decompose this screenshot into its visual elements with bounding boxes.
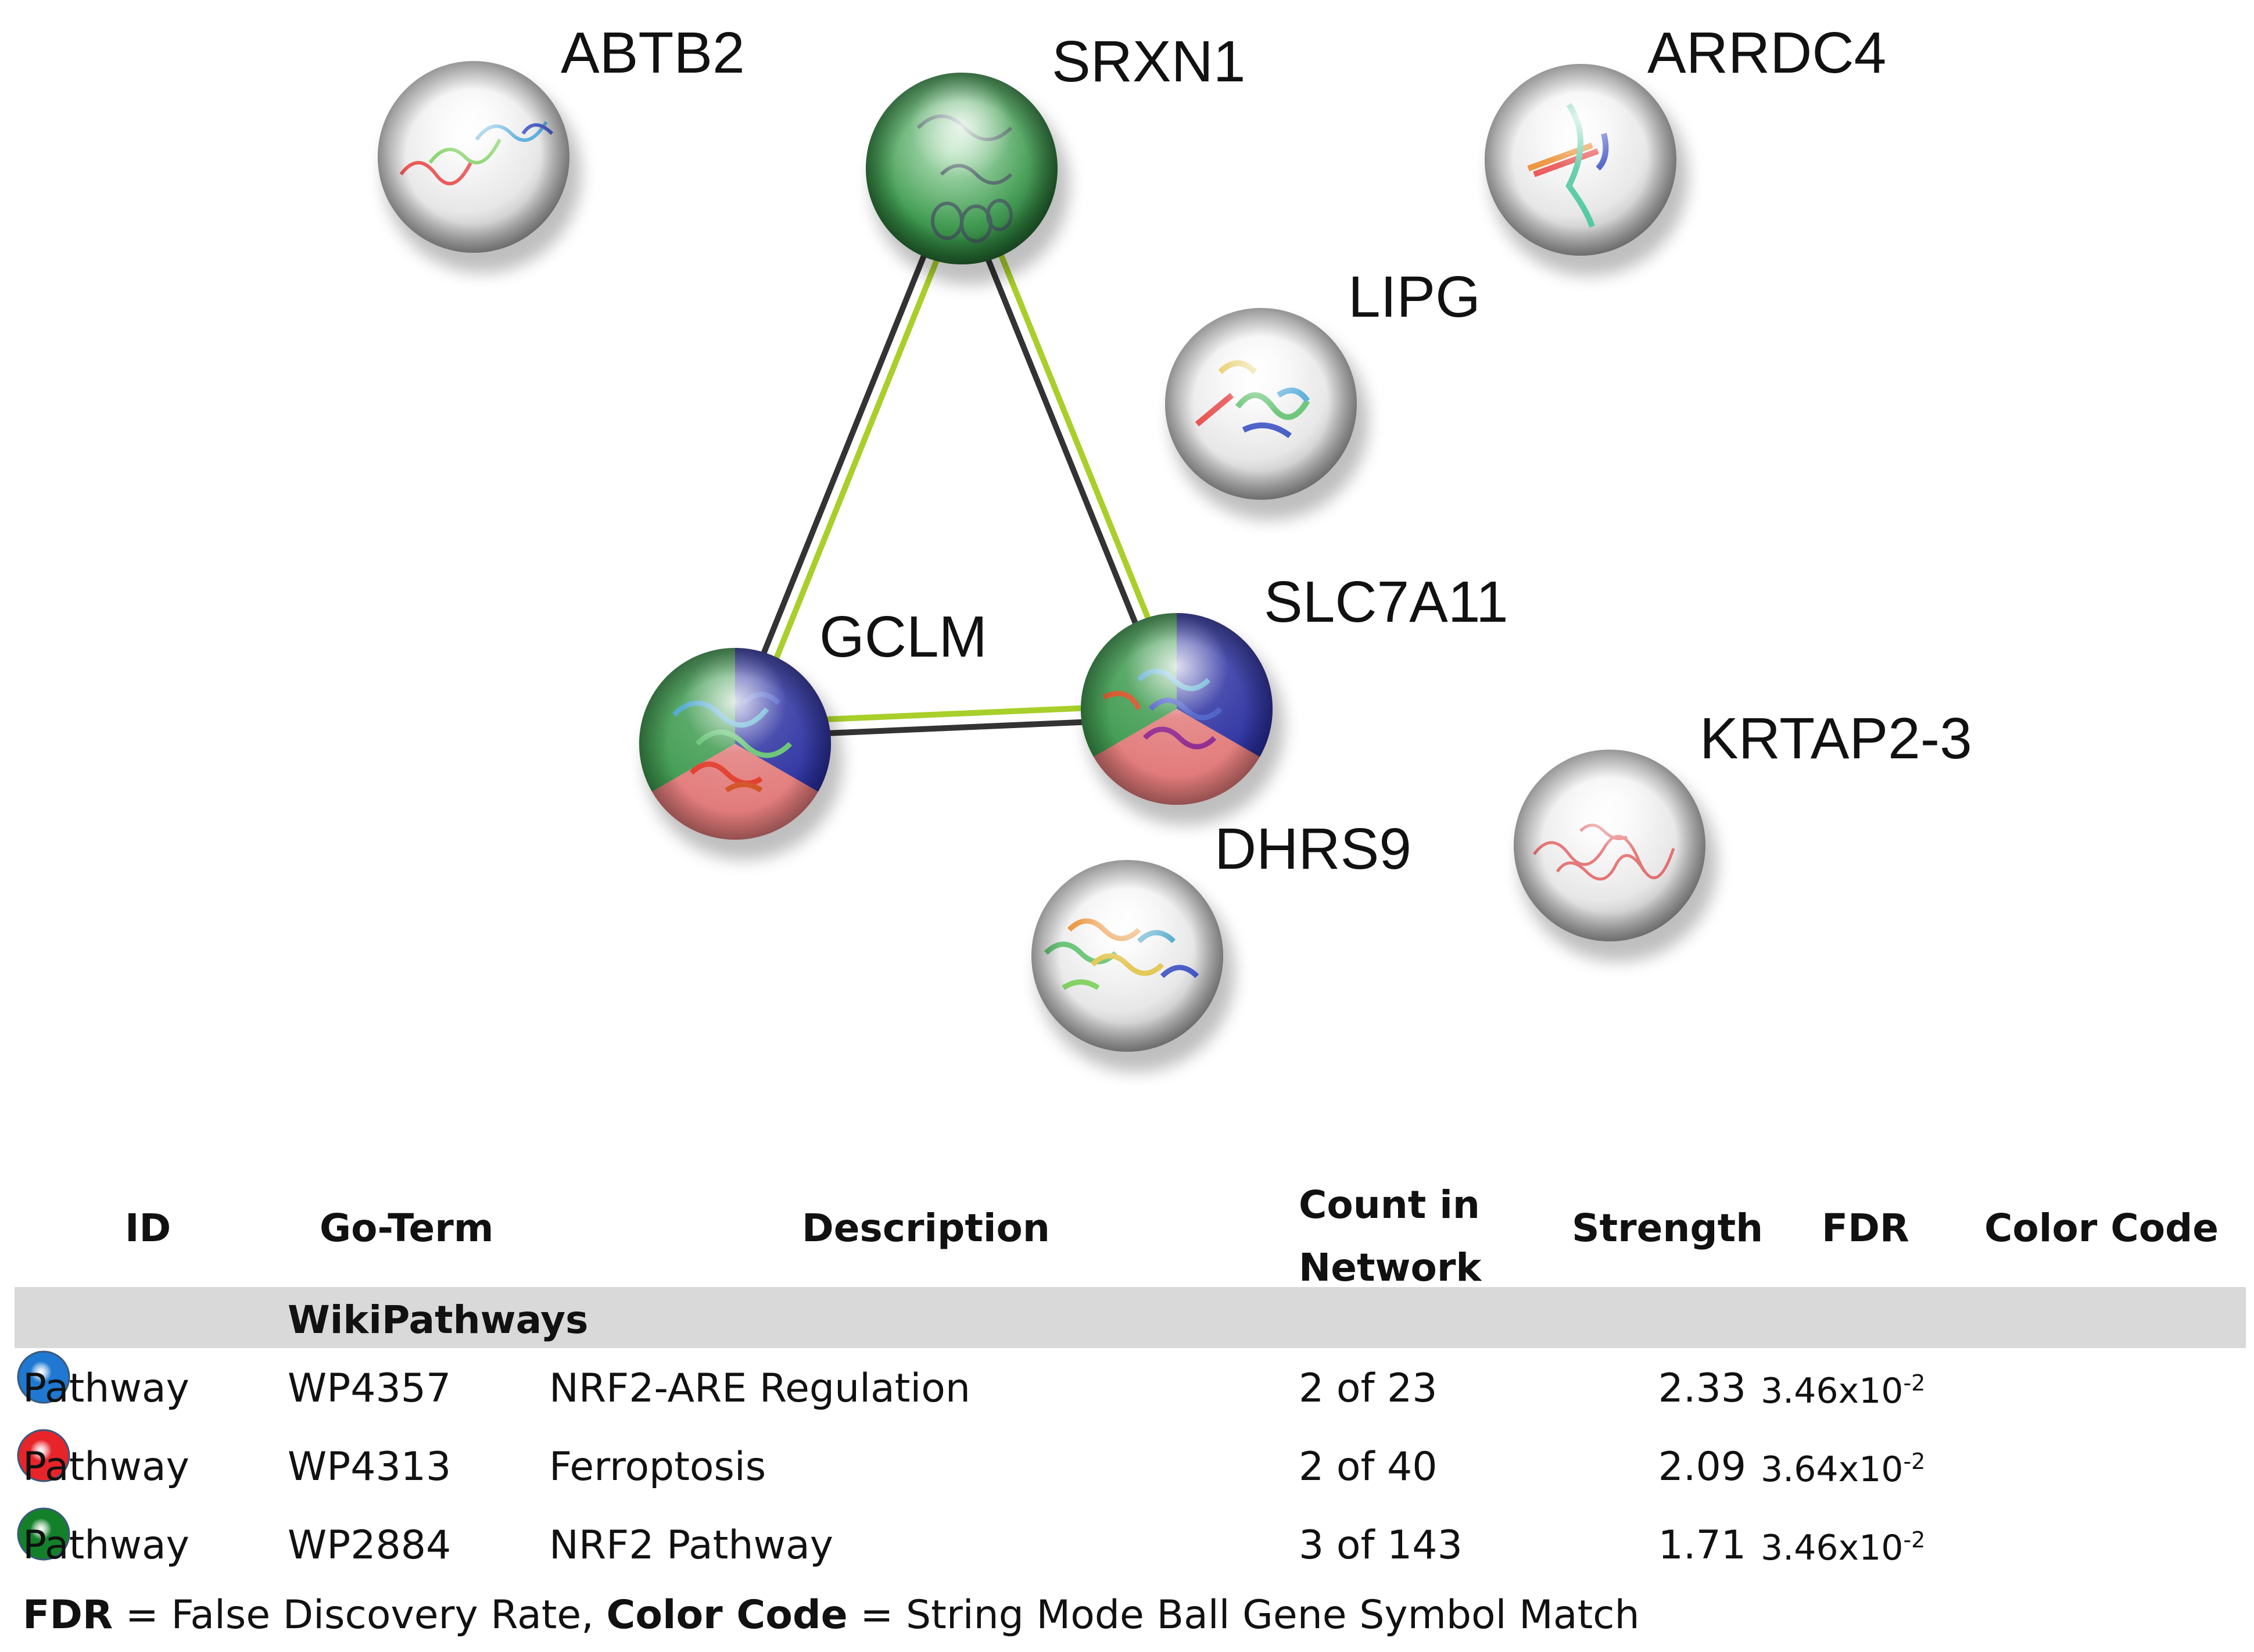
cell-count: 2 of 23 xyxy=(1299,1366,1438,1411)
color-code-ball xyxy=(17,1350,70,1404)
network-nodes: ABTB2 SRXN1 xyxy=(378,20,1972,1072)
node-label-dhrs9: DHRS9 xyxy=(1214,816,1411,881)
node-label-arrdc4: ARRDC4 xyxy=(1647,20,1886,85)
fdr-base: 3.46x10 xyxy=(1761,1371,1904,1411)
table-row: Pathway WP4313 Ferroptosis 2 of 40 2.09 … xyxy=(15,1427,2246,1505)
footnote-def-fdr: = False Discovery Rate, xyxy=(113,1592,607,1638)
node-lipg[interactable] xyxy=(1165,308,1368,520)
header-strength: Strength xyxy=(1572,1206,1764,1250)
header-count-line2: Network xyxy=(1299,1245,1482,1290)
node-label-abtb2: ABTB2 xyxy=(561,20,745,85)
node-srxn1[interactable] xyxy=(866,73,1069,285)
node-label-srxn1: SRXN1 xyxy=(1052,29,1245,94)
group-row: WikiPathways xyxy=(15,1287,2246,1348)
edge-srxn1-slc7a11 xyxy=(985,253,1152,626)
header-go-term: Go-Term xyxy=(320,1206,494,1250)
cell-strength: 2.33 xyxy=(1658,1366,1746,1411)
footnote-term-fdr: FDR xyxy=(23,1592,113,1638)
network-edges xyxy=(758,253,1152,736)
node-krtap2-3[interactable] xyxy=(1514,750,1717,962)
footnote: FDR = False Discovery Rate, Color Code =… xyxy=(23,1592,1640,1638)
cell-count: 3 of 143 xyxy=(1299,1522,1463,1568)
header-count-line1: Count in xyxy=(1299,1182,1480,1227)
edge-gclm-slc7a11 xyxy=(825,705,1094,736)
cell-strength: 1.71 xyxy=(1658,1522,1746,1568)
table-row: Pathway WP2884 NRF2 Pathway 3 of 143 1.7… xyxy=(15,1505,2246,1583)
cell-id: Pathway xyxy=(23,1522,189,1568)
cell-description: NRF2 Pathway xyxy=(549,1522,834,1568)
cell-description: Ferroptosis xyxy=(549,1444,766,1490)
cell-strength: 2.09 xyxy=(1658,1444,1746,1490)
cell-count: 2 of 40 xyxy=(1299,1444,1438,1490)
cell-go-term: WP4313 xyxy=(288,1444,451,1490)
node-arrdc4[interactable] xyxy=(1485,64,1688,276)
cell-id: Pathway xyxy=(23,1444,189,1490)
node-label-krtap2-3: KRTAP2-3 xyxy=(1700,706,1972,771)
header-fdr: FDR xyxy=(1822,1206,1909,1250)
edge-srxn1-gclm xyxy=(758,255,940,665)
color-code-ball xyxy=(17,1507,70,1561)
fdr-exponent: -2 xyxy=(1903,1370,1926,1396)
node-dhrs9[interactable] xyxy=(1031,860,1235,1072)
group-label: WikiPathways xyxy=(288,1298,589,1342)
header-id: ID xyxy=(125,1206,171,1250)
color-code-ball xyxy=(17,1429,70,1482)
node-label-gclm: GCLM xyxy=(819,604,987,669)
cell-go-term: WP4357 xyxy=(288,1366,451,1411)
cell-go-term: WP2884 xyxy=(288,1522,451,1568)
footnote-def-color-code: = String Mode Ball Gene Symbol Match xyxy=(847,1592,1640,1638)
table-row: Pathway WP4357 NRF2-ARE Regulation 2 of … xyxy=(15,1348,2246,1427)
node-slc7a11[interactable] xyxy=(1080,613,1284,825)
fdr-exponent: -2 xyxy=(1903,1449,1926,1474)
cell-description: NRF2-ARE Regulation xyxy=(549,1366,970,1411)
cell-id: Pathway xyxy=(23,1366,189,1411)
fdr-base: 3.64x10 xyxy=(1761,1449,1904,1490)
fdr-exponent: -2 xyxy=(1903,1527,1926,1553)
header-count: Count in Network xyxy=(1299,1174,1481,1299)
cell-fdr: 3.46x10-2 xyxy=(1761,1527,1925,1568)
fdr-base: 3.46x10 xyxy=(1761,1528,1904,1568)
protein-network-diagram: ABTB2 SRXN1 xyxy=(378,20,1972,1072)
node-label-slc7a11: SLC7A11 xyxy=(1264,569,1508,635)
node-gclm[interactable] xyxy=(639,648,843,860)
cell-fdr: 3.64x10-2 xyxy=(1761,1449,1925,1490)
node-label-lipg: LIPG xyxy=(1348,264,1481,329)
table-header: ID Go-Term Description Count in Network … xyxy=(15,1153,2246,1299)
footnote-term-color-code: Color Code xyxy=(606,1592,848,1638)
node-abtb2[interactable] xyxy=(378,61,581,273)
header-color-code: Color Code xyxy=(1984,1206,2219,1250)
cell-fdr: 3.46x10-2 xyxy=(1761,1370,1925,1411)
header-description: Description xyxy=(802,1206,1050,1250)
